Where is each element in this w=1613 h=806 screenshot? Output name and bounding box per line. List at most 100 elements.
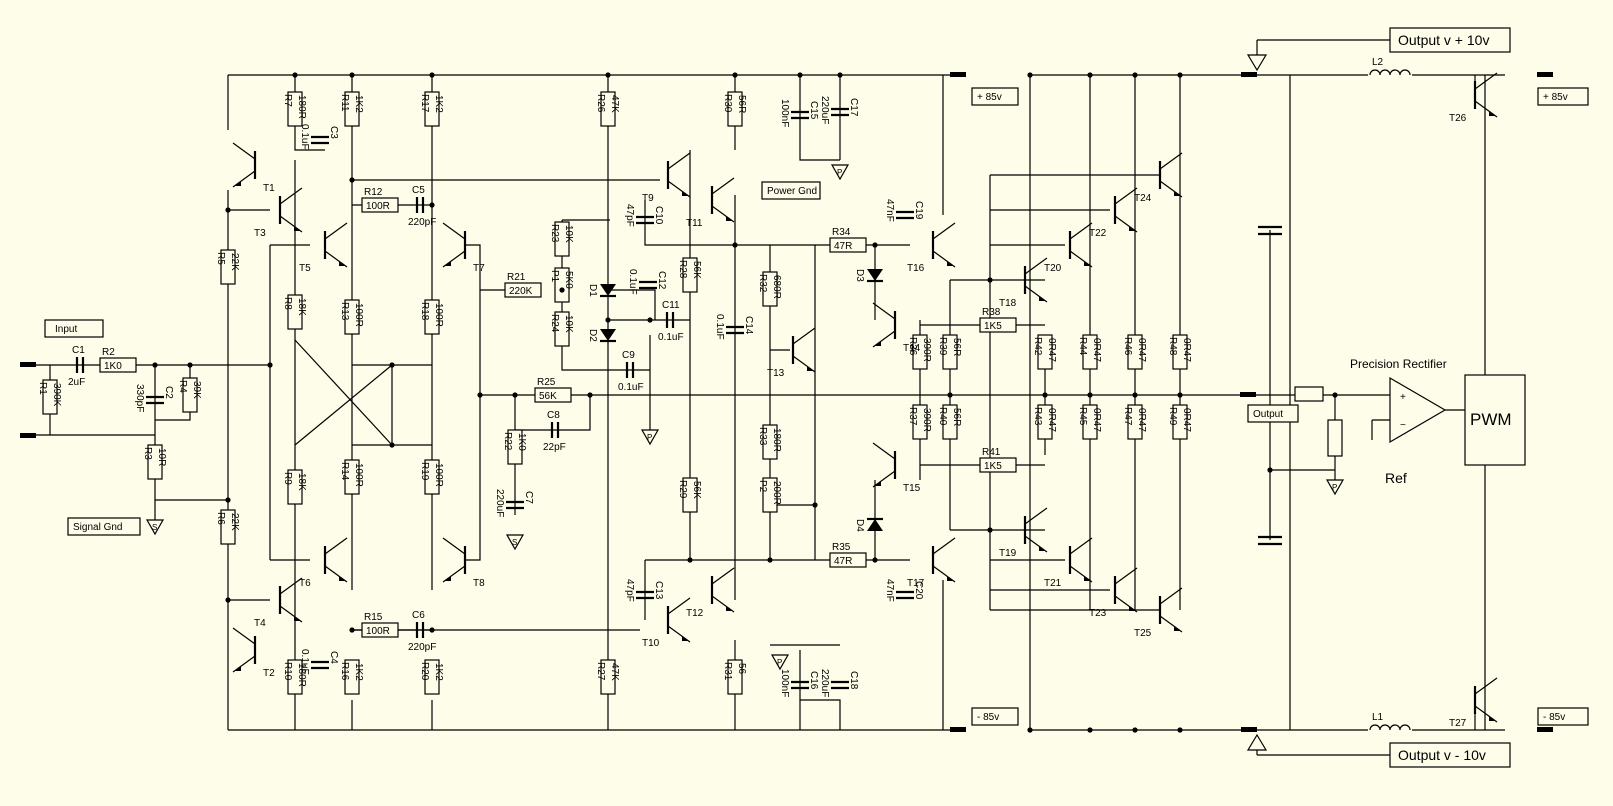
- ref-r48: R48: [1167, 337, 1178, 356]
- ref-c13: C13: [653, 581, 664, 600]
- label-d1: D1: [587, 284, 598, 297]
- input-label-box: [44, 319, 104, 338]
- transistor-t5: T5: [299, 222, 348, 274]
- label-t14: T14: [903, 343, 921, 354]
- ref-r41: R41: [982, 447, 1001, 458]
- pwm-label: PWM: [1470, 410, 1512, 429]
- transistor-t2: T2: [232, 627, 275, 679]
- plus-85-label: + 85v: [977, 92, 1002, 103]
- ref-c2: C2: [163, 386, 174, 399]
- ref-r24: R24: [549, 314, 560, 333]
- value-c1: 2uF: [68, 377, 85, 388]
- capacitor-c4: C40.1uF: [299, 649, 339, 675]
- output-box: [1247, 404, 1299, 423]
- value-c4: 0.1uF: [299, 649, 310, 675]
- signal-gnd-label: Signal Gnd: [73, 522, 122, 533]
- ref-r19: R19: [419, 462, 430, 481]
- ref-r43: R43: [1032, 407, 1043, 426]
- value-r42: 0R47: [1046, 338, 1057, 362]
- vas-ground-symbol: P: [640, 429, 660, 446]
- diode-d4: D4: [854, 517, 883, 532]
- value-r43: 0R47: [1046, 408, 1057, 432]
- value-r18: 100R: [433, 303, 444, 327]
- label-t27: T27: [1449, 718, 1467, 729]
- input-label: Input: [55, 324, 77, 335]
- ref-r29: R29: [677, 480, 688, 499]
- label-t18: T18: [999, 298, 1017, 309]
- ref-r4: R4: [177, 380, 188, 393]
- ref-r25: R25: [537, 377, 556, 388]
- value-r22: 1K0: [516, 433, 527, 451]
- ref-r2: R2: [102, 347, 115, 358]
- label-d2: D2: [587, 329, 598, 342]
- c7-ground-symbol-text: S: [512, 538, 517, 547]
- ref-r36: R36: [907, 337, 918, 356]
- plus-85-out-label: + 85v: [1543, 92, 1568, 103]
- output-plus-box: [1389, 27, 1511, 53]
- ref-p1: P1: [549, 270, 560, 283]
- ref-c1: C1: [72, 345, 85, 356]
- output-label: Output: [1253, 409, 1283, 420]
- diode-d3: D3: [854, 269, 883, 282]
- label-boxes: Input Signal Gnd Power Gnd + 85v - 85v +…: [44, 27, 1589, 768]
- ref-r16: R16: [339, 662, 350, 681]
- c17-ground-symbol: P: [830, 164, 850, 181]
- ref-r12: R12: [364, 187, 383, 198]
- value-r6: 22K: [229, 513, 240, 531]
- label-t1: T1: [263, 183, 275, 194]
- value-r33: 180R: [771, 428, 782, 452]
- ref-r22: R22: [502, 432, 513, 451]
- value-r1: 390K: [51, 383, 62, 407]
- transistor-t3: T3: [254, 187, 303, 239]
- label-t11: T11: [686, 218, 703, 229]
- ref-r14: R14: [339, 462, 350, 481]
- transistor-t13: T13: [767, 327, 816, 379]
- value-r24: 10K: [563, 315, 574, 333]
- ref-r49: R49: [1167, 407, 1178, 426]
- rectifier-ground-symbol: P: [1325, 479, 1345, 496]
- value-r35: 47R: [834, 556, 852, 567]
- value-r38: 1K5: [984, 321, 1002, 332]
- value-r23: 10K: [563, 225, 574, 243]
- label-l1: L1: [1372, 712, 1384, 723]
- ref-r6: R6: [215, 512, 226, 525]
- value-r9: 18K: [296, 473, 307, 491]
- ref-r1: R1: [37, 382, 48, 395]
- label-t4: T4: [254, 618, 266, 629]
- value-c20: 47nF: [884, 579, 895, 602]
- transistor-t26: T26: [1449, 72, 1498, 124]
- ref-c11: C11: [662, 300, 680, 311]
- transistor-t16: T16: [907, 222, 956, 274]
